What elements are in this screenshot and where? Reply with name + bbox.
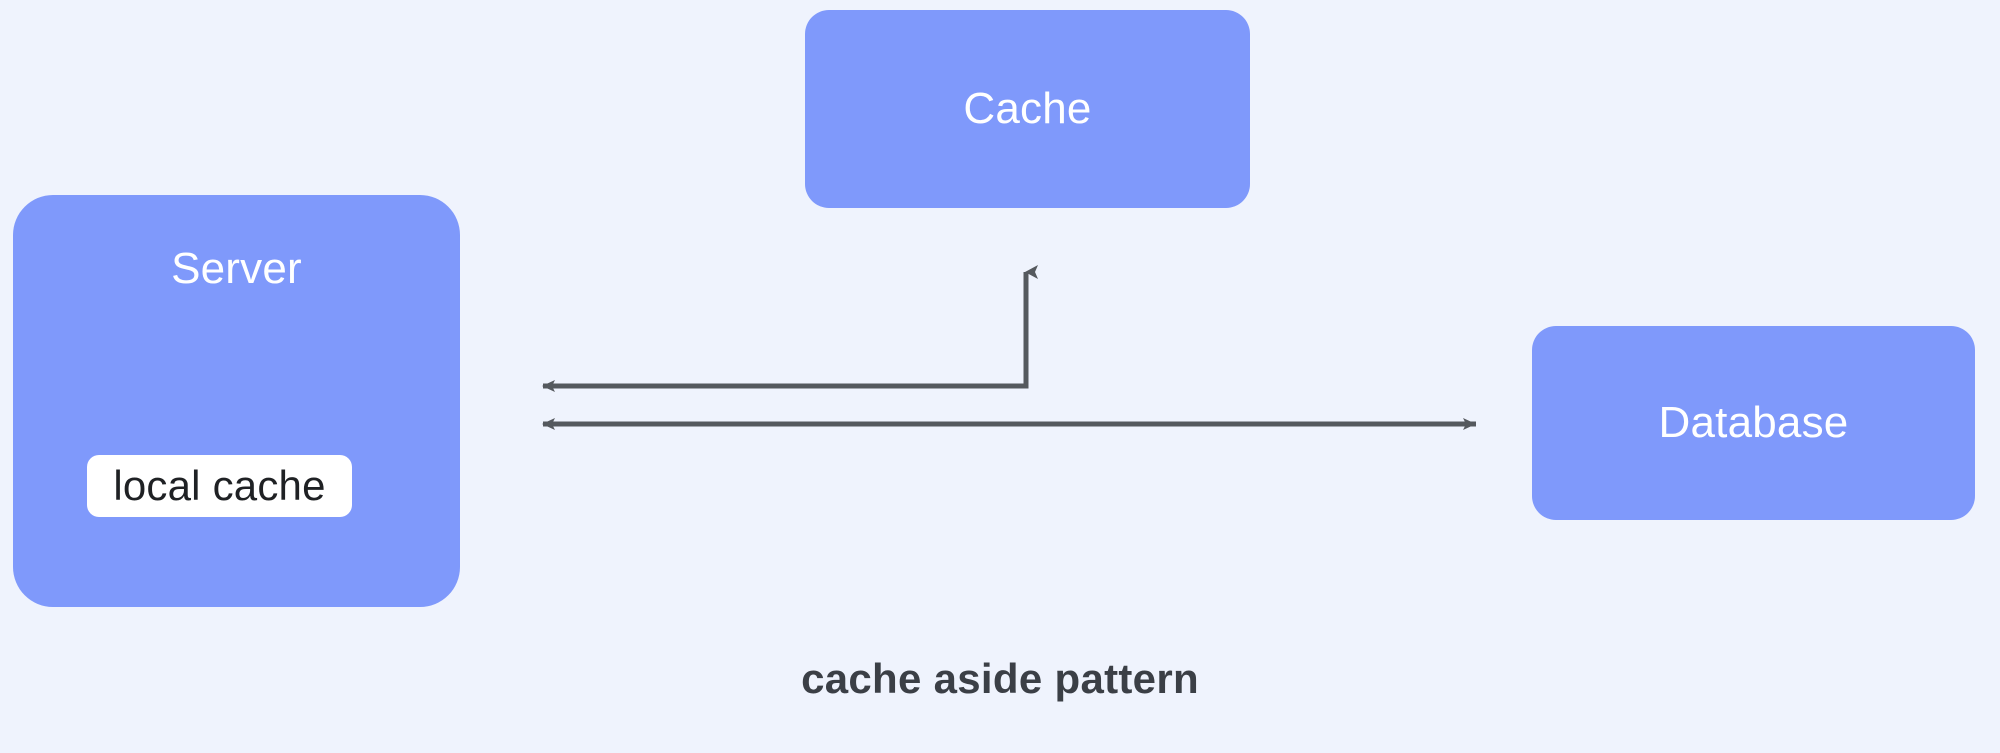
node-cache-label: Cache [963, 84, 1092, 133]
node-server-label: Server [171, 244, 302, 293]
local-cache-chip-label: local cache [113, 462, 326, 509]
node-cache[interactable]: Cache [805, 10, 1250, 208]
node-database[interactable]: Database [1532, 326, 1975, 520]
local-cache-chip[interactable]: local cache [87, 455, 352, 517]
connector-server-cache [542, 265, 1038, 392]
diagram-caption: cache aside pattern [801, 655, 1199, 702]
node-database-label: Database [1658, 398, 1849, 447]
node-server[interactable]: Server local cache [13, 195, 460, 607]
